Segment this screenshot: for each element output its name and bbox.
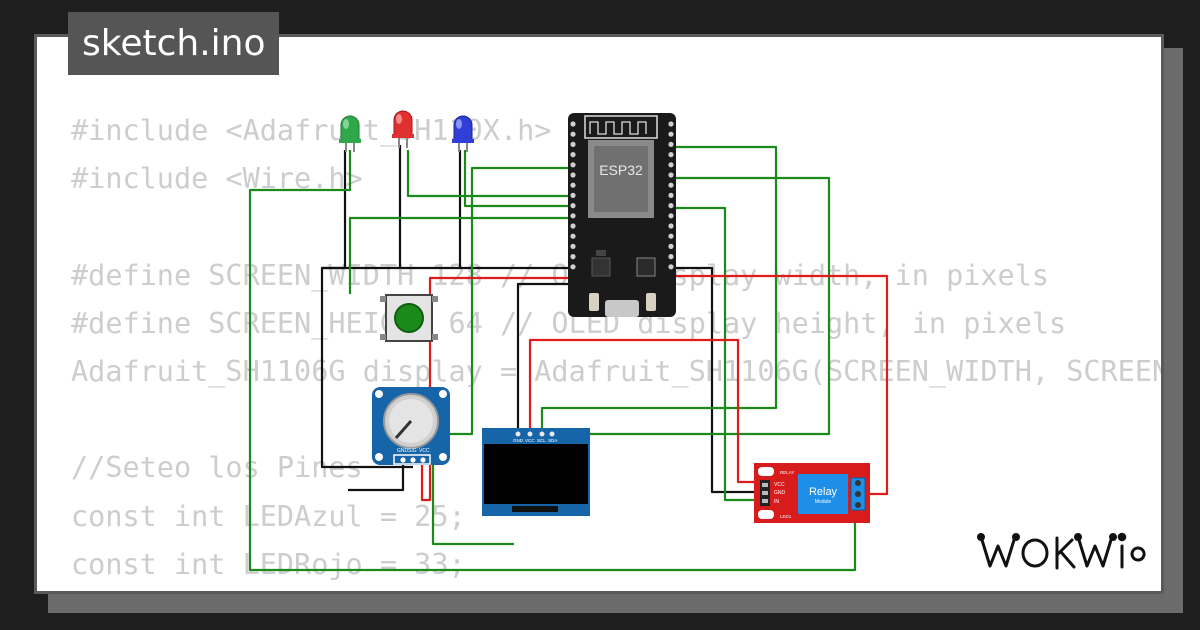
led-green[interactable] [339, 115, 361, 152]
pot-pin-gnd: GND [397, 448, 409, 454]
esp32-pin[interactable] [570, 243, 576, 249]
relay-pin-gnd: GND [774, 490, 786, 496]
oled-display[interactable]: GND VCC SCL SDA [482, 428, 590, 516]
led-red[interactable] [392, 110, 414, 148]
wire-green-5 [432, 166, 568, 436]
wire-green-3 [463, 150, 568, 208]
led-blue[interactable] [452, 115, 474, 152]
push-button[interactable] [380, 294, 438, 342]
code-line: const int LEDRojo = 33; [71, 547, 466, 581]
relay-module[interactable]: RELAY LED1 VCC GND IN Relay Module [754, 463, 870, 523]
esp32-pin[interactable] [668, 131, 674, 137]
esp32-pin[interactable] [668, 162, 674, 168]
esp32-pin[interactable] [668, 233, 674, 239]
esp32-pin[interactable] [570, 172, 576, 178]
wire-black-4 [322, 266, 760, 494]
wire-green-2 [406, 150, 568, 198]
potentiometer[interactable]: GND SIG VCC [372, 387, 450, 465]
code-line: const int LEDAzul = 25; [71, 499, 466, 533]
wire-red-2 [528, 338, 760, 484]
code-line: Adafruit_SH1106G display = Adafruit_SH11… [71, 354, 1161, 388]
esp32-pin[interactable] [570, 182, 576, 188]
relay-sublabel: Module [815, 499, 832, 505]
wire-green-8 [676, 206, 760, 502]
oled-pin-gnd: GND [513, 438, 524, 443]
wire-red-3 [420, 276, 676, 502]
wire-black-5 [348, 463, 405, 492]
relay-label: Relay [809, 486, 838, 498]
esp32-pin[interactable] [668, 243, 674, 249]
esp32-pin[interactable] [668, 141, 674, 147]
esp32-pin[interactable] [570, 121, 576, 127]
esp32-pin[interactable] [570, 192, 576, 198]
relay-pin-vcc: VCC [774, 482, 785, 488]
esp32-pin[interactable] [668, 172, 674, 178]
relay-top-text: RELAY [780, 470, 794, 475]
esp32-pin[interactable] [570, 254, 576, 260]
wire-green-6 [540, 145, 778, 432]
esp32-pin[interactable] [668, 264, 674, 270]
esp32-pin[interactable] [668, 121, 674, 127]
esp32-pin[interactable] [668, 152, 674, 158]
esp32-pin[interactable] [668, 203, 674, 209]
relay-pin-in: IN [774, 499, 779, 505]
wire-black-6 [516, 282, 568, 432]
esp32-pin[interactable] [570, 264, 576, 270]
esp32-pin[interactable] [570, 233, 576, 239]
wire-red-1 [676, 274, 889, 496]
esp32-pin[interactable] [570, 131, 576, 137]
esp32-pin[interactable] [570, 213, 576, 219]
esp32-pin[interactable] [668, 182, 674, 188]
esp32-pin[interactable] [668, 223, 674, 229]
wokwi-logo [977, 532, 1146, 570]
esp32-pin[interactable] [570, 141, 576, 147]
pot-pin-sig: SIG [408, 448, 417, 454]
esp32-pin[interactable] [570, 223, 576, 229]
oled-pin-vcc: VCC [525, 438, 535, 443]
oled-pin-sda: SDA [548, 438, 557, 443]
sketch-filename[interactable]: sketch.ino [68, 12, 280, 75]
wire-green-1 [248, 150, 857, 572]
esp32-pin[interactable] [668, 192, 674, 198]
code-line: #include <Adafruit_SH110X.h> [71, 114, 552, 147]
relay-led-text: LED1 [780, 514, 792, 519]
oled-pin-scl: SCL [537, 438, 546, 443]
wire-green-9 [431, 464, 514, 546]
wire-green-4 [348, 216, 568, 294]
wire-green-7 [552, 176, 831, 436]
esp32-pin[interactable] [570, 203, 576, 209]
esp32-label: ESP32 [599, 162, 643, 178]
esp32-board[interactable]: ESP32 [568, 113, 676, 317]
esp32-pin[interactable] [668, 213, 674, 219]
esp32-pin[interactable] [570, 162, 576, 168]
esp32-pin[interactable] [570, 152, 576, 158]
pot-pin-vcc: VCC [419, 448, 430, 454]
esp32-pin[interactable] [668, 254, 674, 260]
